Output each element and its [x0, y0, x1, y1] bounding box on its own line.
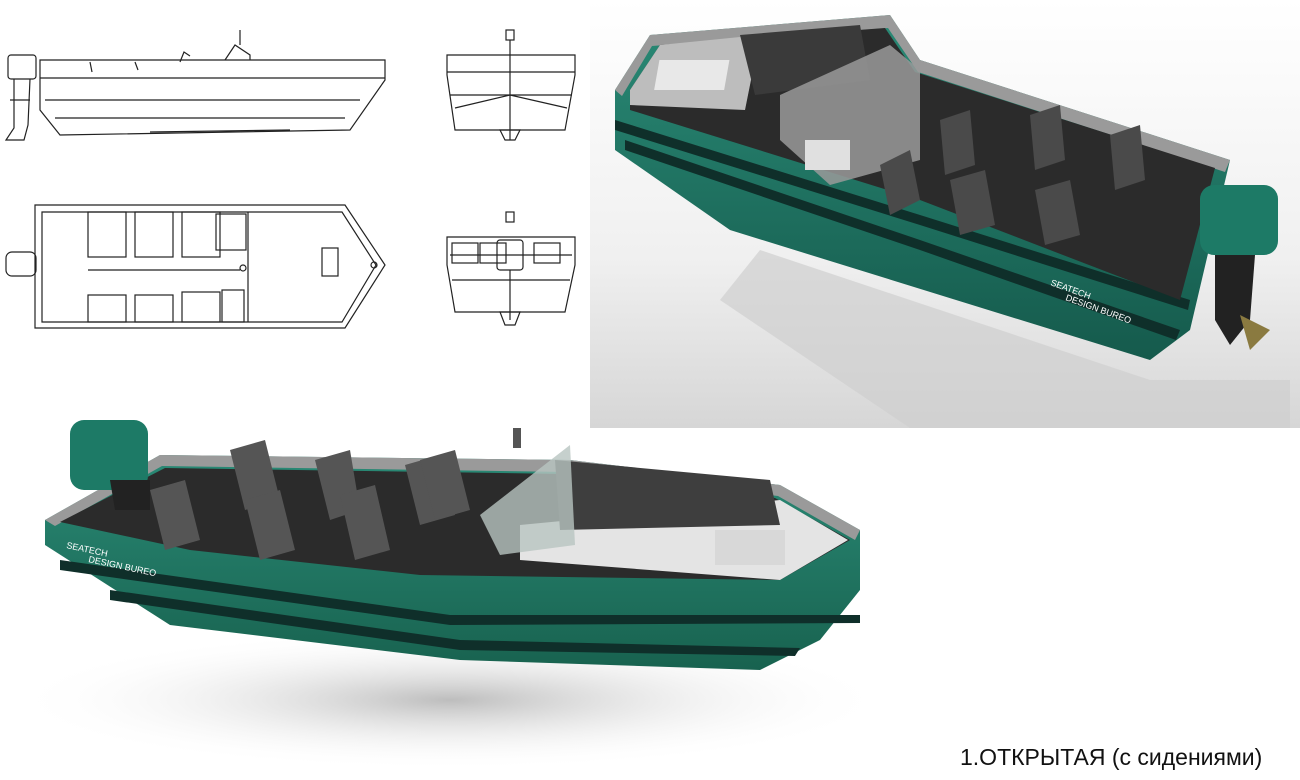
plan-view-drawing [5, 204, 386, 329]
boat-render-2: SEATECH DESIGN BUREO [10, 420, 890, 770]
rear-view-drawing-2 [446, 211, 576, 326]
boat-render-top-view: SEATECH DESIGN BUREO [590, 0, 1300, 428]
boat-render-1: SEATECH DESIGN BUREO [590, 0, 1300, 428]
side-profile-drawing [4, 30, 386, 141]
rear-view-drawing-1 [446, 29, 576, 141]
image-caption: 1.ОТКРЫТАЯ (с сидениями) [960, 744, 1263, 770]
boat-render-side-view: SEATECH DESIGN BUREO [0, 400, 900, 780]
technical-drawings [0, 0, 600, 350]
line-drawings [4, 29, 576, 329]
